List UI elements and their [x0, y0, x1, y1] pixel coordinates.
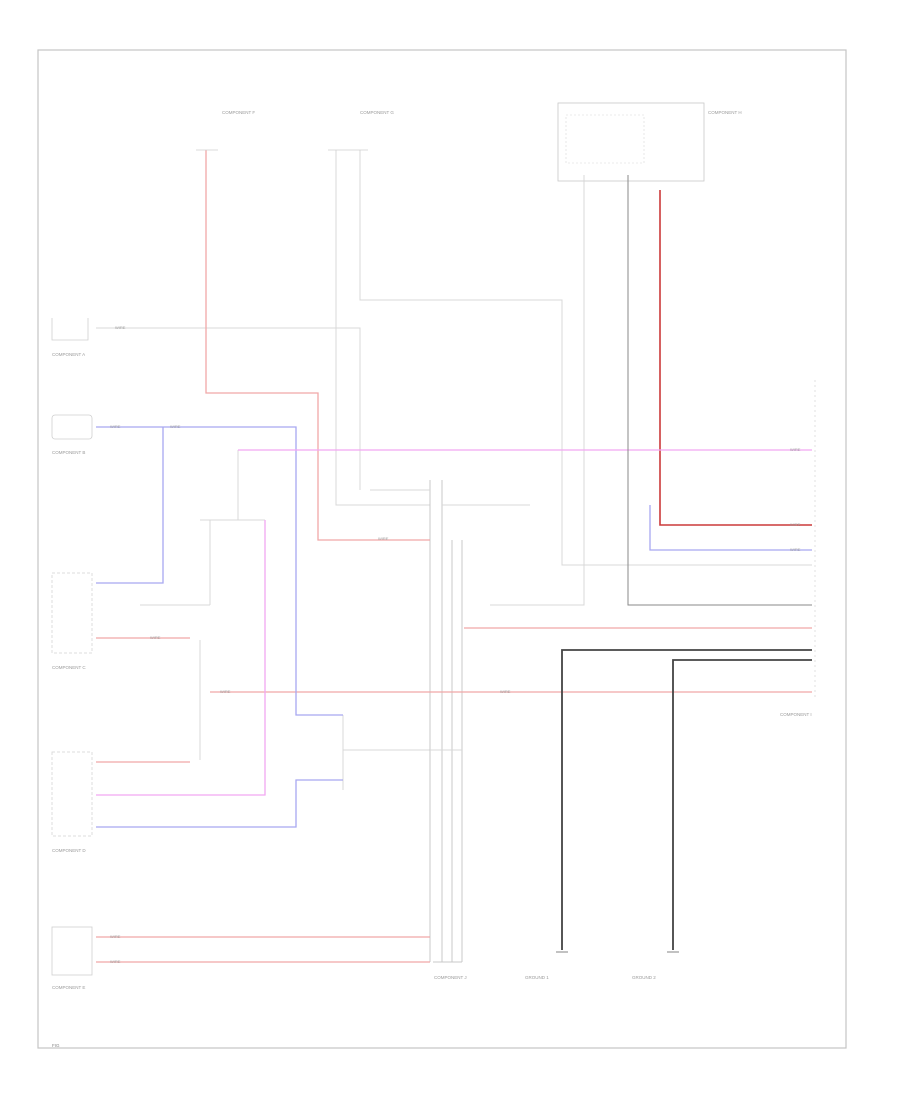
component-c-label: COMPONENT C: [52, 665, 86, 670]
bus-label: COMPONENT J: [434, 975, 467, 980]
footer-label: FIG: [52, 1043, 60, 1048]
dark-wires: [627, 175, 812, 606]
right-connector-label: COMPONENT I: [780, 712, 812, 717]
ground-wires: [561, 649, 812, 950]
wire-label: WIRE: [150, 635, 161, 640]
wire-label: WIRE: [500, 689, 511, 694]
wire-label: WIRE: [790, 522, 801, 527]
wire-label: WIRE: [170, 424, 181, 429]
component-d-label: COMPONENT D: [52, 848, 86, 853]
diagram-frame: [37, 49, 847, 1049]
bus-horizontal: [370, 489, 530, 751]
wire-label: WIRE: [378, 536, 389, 541]
wire-label: WIRE: [220, 689, 231, 694]
component-b: [51, 414, 93, 440]
ground-2-label: GROUND 2: [632, 975, 656, 980]
red-wires: [96, 150, 812, 963]
wire-label: WIRE: [110, 934, 121, 939]
top-mid-label: COMPONENT G: [360, 110, 394, 115]
component-a: [51, 318, 89, 341]
magenta-wires: [96, 449, 812, 796]
bus-bars: [429, 480, 463, 963]
top-right-module-outline: [557, 102, 705, 182]
blue-wires: [96, 426, 812, 828]
light-wires: [96, 150, 812, 790]
wire-label: WIRE: [110, 959, 121, 964]
wire-label: WIRE: [110, 424, 121, 429]
top-left-label: COMPONENT F: [222, 110, 256, 115]
component-e-label: COMPONENT E: [52, 985, 86, 990]
wire-label: WIRE: [790, 547, 801, 552]
wire-label: WIRE: [115, 325, 126, 330]
top-right-module-inner: [565, 114, 645, 164]
ground-1-label: GROUND 1: [525, 975, 549, 980]
top-right-label: COMPONENT H: [708, 110, 742, 115]
component-e: [51, 926, 93, 976]
component-b-label: COMPONENT B: [52, 450, 86, 455]
component-c: [51, 572, 93, 654]
wire-label: WIRE: [790, 447, 801, 452]
component-d: [51, 751, 93, 837]
red-wire-heavy: [659, 190, 812, 526]
component-a-label: COMPONENT A: [52, 352, 86, 357]
